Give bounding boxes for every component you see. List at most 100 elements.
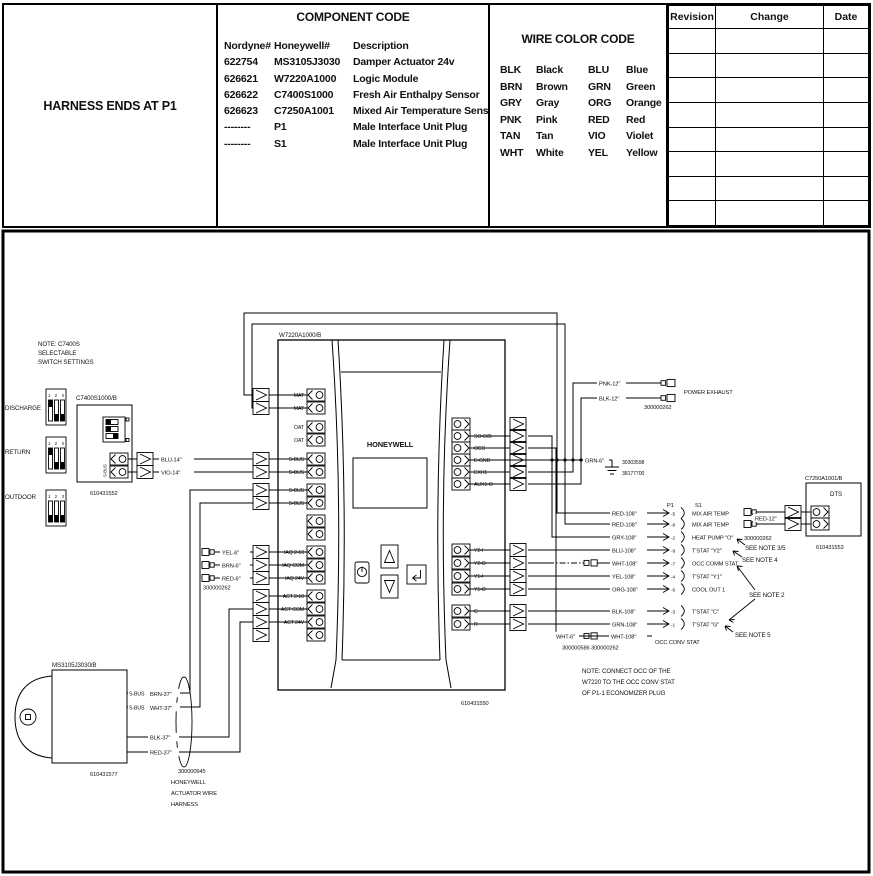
sbus-label: S-BUS [129,691,145,697]
cell: BRN [500,80,523,93]
cell: 626622 [224,88,258,101]
harness-note: HARNESS ENDS AT P1 [43,99,177,113]
dts-name: DTS [830,491,842,498]
terminal-label: S-BUS [289,457,305,463]
cell: MS3105J3030 [274,56,341,69]
ground-symbol-icon [605,460,619,475]
pin-desc: MIX AIR TEMP [692,522,729,528]
cell: PNK [500,113,522,126]
wire-label-yel6: YEL-6" [222,550,239,556]
col-header: Change [715,5,824,29]
wire-label-blk37: BLK-37" [150,735,170,741]
col-header: Honeywell# [274,40,330,52]
cell: 626623 [224,105,258,118]
wire-label-pnk12: PNK-12" [599,381,620,387]
terminal-label: S-BUS [289,488,305,494]
fresh-air-sensor: C7400S1000/B S-BUS 610431552 [76,395,154,497]
panel-border [1,229,871,874]
cell: Damper Actuator 24v [353,56,455,69]
revision-row [668,101,869,128]
module-left-terminal-labels: MAT MAT OAT OAT S-BUS S-BUS S-BUS S-BUS … [281,393,305,626]
harness-note-line: HONEYWELL [171,780,206,786]
cell: Green [626,80,656,93]
harness-part-number: 300000945 [178,769,206,775]
terminal-label: MAT [294,406,305,412]
actuator-body [51,669,128,764]
col-header: Date [823,5,869,29]
harness-note-line: ACTUATOR WIRE [171,791,217,797]
pin-desc: COOL OUT 1 [692,587,725,593]
wire-label-brn37: BRN-37" [150,692,172,698]
cell: Fresh Air Enthalpy Sensor [353,88,480,101]
col-header: Description [353,40,409,52]
terminal-label: S-BUS [289,470,305,476]
dip-scale: 1 2 3 [48,441,66,446]
module-label: W7220A1000/B [279,332,321,339]
dts-sensor: RED-12" 300000262 C7250A1001/B DTS 61043… [743,476,862,551]
pin-number: -7 [671,561,675,567]
see-note-2: SEE NOTE 2 [749,592,785,599]
pin-desc: T'STAT "G" [692,622,719,628]
sensor-body [76,404,133,483]
sbus-label: S-BUS [129,705,145,711]
wire-label-red6: RED-6" [222,576,241,582]
revision-row [668,52,869,79]
cell: -------- [224,121,251,134]
cell: W7220A1000 [274,72,337,85]
cell: Male Interface Unit Plug [353,137,468,150]
occ-pigtail-parts: 300000586 300000262 [562,646,619,652]
dip-scale: 1 2 3 [48,393,66,398]
wire-label-red12: RED-12" [755,517,777,523]
cell: RED [588,113,610,126]
cell: Red [626,113,646,126]
pin-number: -4 [671,574,675,580]
pin-number: -5 [671,511,675,517]
dip-switch-legend: DISCHARGE RETURN OUTDOOR 1 2 3 1 2 3 1 2… [5,388,67,527]
dip-switch-icon: 1 2 3 [45,388,67,426]
revision-header-row: Revision Change Date [668,5,869,29]
terminal-label: OAT [294,425,305,431]
wire-label: BLK-108" [612,609,635,615]
sbus-brn-wire [127,489,253,694]
power-exhaust-wires: PNK-12" BLK-12" POWER EXHAUST 300000262 [528,378,733,485]
cell: Gray [536,97,560,110]
up-button-icon [380,544,399,569]
dip-label-outdoor: OUTDOOR [5,494,37,501]
module-right-connectors [470,417,527,631]
occ-note-line: NOTE: CONNECT OCC OF THE [582,668,670,675]
act-red-wire [127,621,253,753]
power-exhaust-part: 300000262 [644,405,672,411]
wire-label: RED-108" [612,522,637,528]
cell: Male Interface Unit Plug [353,121,468,134]
revision-row [668,77,869,103]
occ-note-line: OF P1-1 ECONOMIZER PLUG [582,690,666,697]
harness-loop [175,676,193,768]
revision-row [668,175,869,202]
component-code-title: COMPONENT CODE [296,10,410,24]
revision-row [668,126,869,153]
wire-label-grn6: GRN-6" [585,458,604,464]
cell: BLK [500,64,521,76]
dts-connector-part: 300000262 [744,536,772,542]
harness-note-line: HARNESS [171,802,198,808]
component-code-box: COMPONENT CODE Nordyne# Honeywell# Descr… [216,3,499,228]
down-button-icon [380,574,399,599]
wire-label: BLU-108" [612,548,636,554]
pin-desc: MIX AIR TEMP [692,511,729,517]
revision-row [668,28,869,54]
power-exhaust-label: POWER EXHAUST [684,390,733,396]
wire-label: GRY-108" [612,535,636,541]
terminal-label: IAQ COM [282,563,304,569]
ground-wire: GRN-6" 30303598 38177700 [470,455,645,477]
terminal-label: Y2-I [474,548,483,554]
sensor-sbus-vertical: S-BUS [103,464,108,477]
terminal-label: AUX1-O [474,482,493,488]
wire-label: RED-108" [612,511,637,517]
dip-label-discharge: DISCHARGE [5,405,41,412]
cell: 626621 [224,72,258,85]
dip-switch-icon: 1 2 3 [45,436,67,474]
note-line: SWITCH SETTINGS [38,359,94,366]
pin-desc: T'STAT "C" [692,609,719,615]
module-part-number: 610431550 [461,701,489,707]
wire-label-blk12: BLK-12" [599,396,619,402]
